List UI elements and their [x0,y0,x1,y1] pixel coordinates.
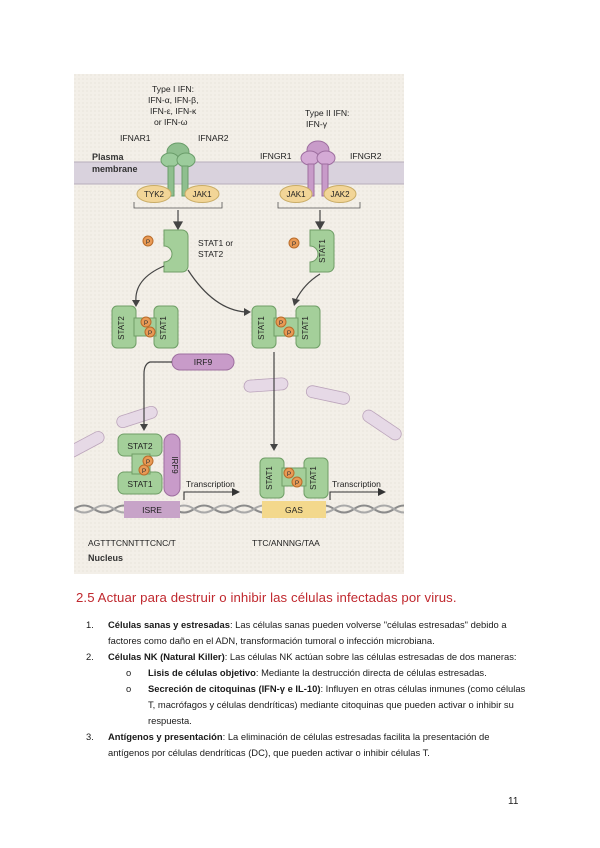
svg-text:STAT1: STAT1 [309,466,318,490]
tyk2-label: TYK2 [144,190,165,199]
gas-box [262,501,326,518]
page-number: 11 [508,796,519,807]
transcription-left-label: Transcription [186,479,235,489]
list-item-bold: Antígenos y presentación [108,731,223,742]
list-number: 3. [86,731,94,742]
svg-text:P: P [146,239,150,246]
svg-text:P: P [144,320,148,327]
sub-list-item: o Lisis de células objetivo: Mediante la… [86,665,526,681]
jak1-left-label: JAK1 [192,190,212,199]
stat1-nuc-label: STAT1 [127,479,152,489]
isre-box [124,501,180,518]
stat1-or-label: STAT1 or [198,238,233,248]
list-item-text: : Las células sanas pueden volverse "cél… [108,619,507,646]
jak1-right-oval [279,185,313,203]
svg-text:P: P [287,471,291,478]
list-item: 3. Antígenos y presentación: La eliminac… [86,729,526,761]
phospho-right-single [288,237,300,249]
jak1-right-label: JAK1 [286,190,306,199]
type1-receptor [160,142,196,197]
stat1-single-right-label: STAT1 [318,239,327,263]
type1-title: Type I IFN: [152,84,194,94]
svg-text:P: P [148,330,152,337]
stat1-dimer-label: STAT1 [159,316,168,340]
svg-text:STAT1: STAT1 [265,466,274,490]
sub-item-text: : Influyen en otras células inmunes (com… [148,683,526,726]
type1-line3: or IFN-ω [154,117,188,127]
stat-single-left [163,229,189,273]
irf9-nuc-label: IRF9 [170,456,179,474]
stat2-dimer-label: STAT2 [117,316,126,340]
list-item-text: : La eliminación de células estresadas f… [108,731,490,758]
sub-list-item: o Secreción de citoquinas (IFN-γ e IL-10… [86,681,526,729]
svg-text:P: P [142,468,146,475]
ifngr2-label: IFNGR2 [350,151,382,161]
stat1-single-right [309,229,335,273]
sub-bullet: o [126,667,132,678]
svg-text:P: P [295,480,299,487]
ifnar1-label: IFNAR1 [120,133,151,143]
svg-text:STAT1: STAT1 [257,316,266,340]
sub-bullet: o [126,683,132,694]
svg-text:P: P [146,459,150,466]
section-heading: 2.5 Actuar para destruir o inhibir las c… [76,590,457,605]
tyk2-oval [136,185,172,203]
jak2-oval [323,185,357,203]
list-number: 2. [86,651,94,662]
sub-item-bold: Secreción de citoquinas (IFN-γ e IL-10) [148,683,321,694]
sub-item-bold: Lisis de células objetivo [148,667,256,678]
stat2-nuc-label: STAT2 [127,441,152,451]
nuclear-membrane [74,377,402,458]
numbered-list: 1. Células sanas y estresadas: Las célul… [86,617,526,761]
list-item-bold: Células sanas y estresadas [108,619,230,630]
type2-line1: IFN-γ [306,119,328,129]
type2-receptor [300,140,336,197]
ifnar2-label: IFNAR2 [198,133,229,143]
stat2-label: STAT2 [198,249,223,259]
isre-label: ISRE [142,505,162,515]
irf9-nuc-oval [163,433,181,497]
type1-line1: IFN-α, IFN-β, [148,95,198,105]
list-item-text: : Las células NK actúan sobre las célula… [224,651,517,662]
transcription-right-label: Transcription [332,479,381,489]
svg-text:P: P [287,330,291,337]
svg-text:P: P [279,320,283,327]
gas-sequence: TTC/ANNNG/TAA [252,538,320,548]
gas-label: GAS [285,505,303,515]
irf9-cyto-label: IRF9 [194,357,213,367]
nucleus-label: Nucleus [88,553,123,563]
jak2-label: JAK2 [330,190,350,199]
type1-line2: IFN-ε, IFN-κ [150,106,197,116]
membrane-label: membrane [92,164,138,174]
ifn-signaling-figure: ISRE GAS Type I IFN: IFN-α, IFN-β, IFN-ε… [74,74,404,574]
svg-text:STAT1: STAT1 [301,316,310,340]
plasma-label: Plasma [92,152,125,162]
phospho-left-single [142,235,154,247]
isre-sequence: AGTTTCNNTTTCNC/T [88,538,176,548]
type2-title: Type II IFN: [305,108,349,118]
svg-text:P: P [292,241,296,248]
sub-item-text: : Mediante la destrucción directa de cél… [255,667,487,678]
list-item: 1. Células sanas y estresadas: Las célul… [86,617,526,649]
ifngr1-label: IFNGR1 [260,151,292,161]
list-item: 2. Células NK (Natural Killer): Las célu… [86,649,526,665]
list-number: 1. [86,619,94,630]
list-item-bold: Células NK (Natural Killer) [108,651,225,662]
jak1-left-oval [184,185,220,203]
